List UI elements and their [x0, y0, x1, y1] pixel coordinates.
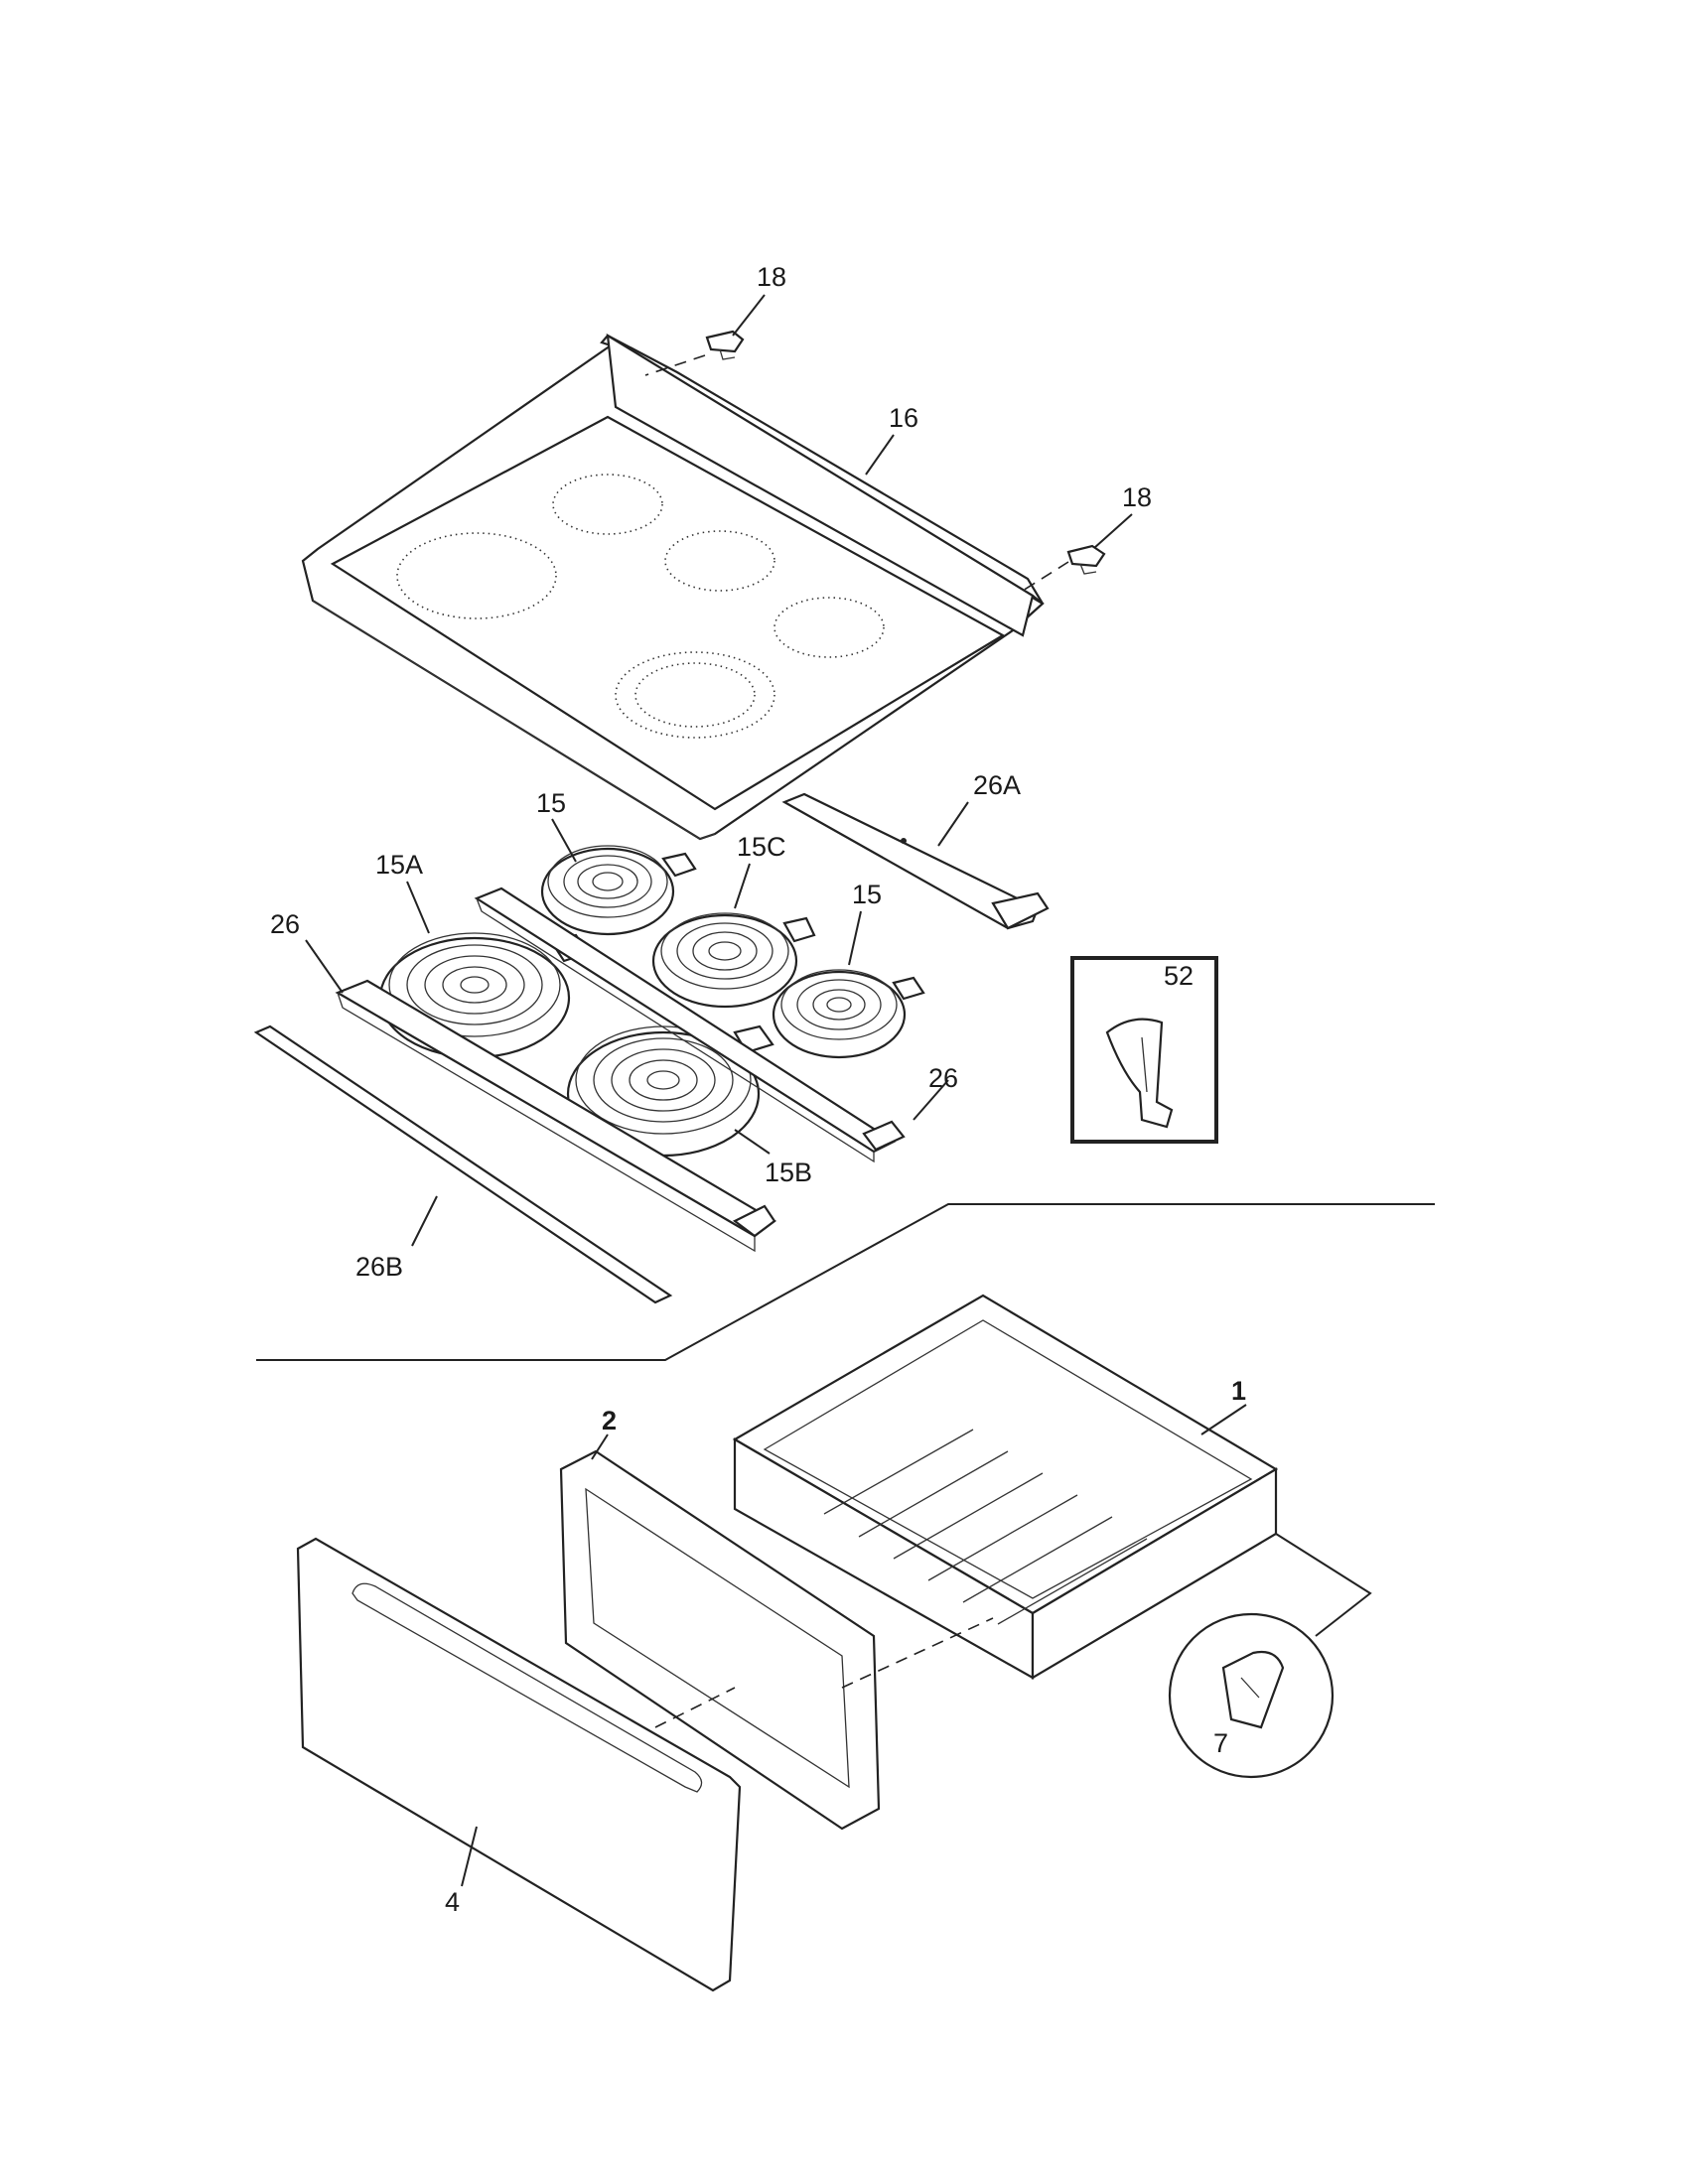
label-2: 2: [602, 1406, 617, 1435]
label-26B: 26B: [355, 1252, 403, 1282]
label-7: 7: [1213, 1728, 1228, 1758]
element-part-15C[interactable]: [651, 912, 816, 1009]
label-15A: 15A: [375, 850, 423, 880]
inset-part-52[interactable]: [1070, 956, 1218, 1144]
clip-part-18-right[interactable]: [1066, 544, 1106, 575]
drawer-front-part-4[interactable]: [296, 1537, 742, 1992]
support-part-26-right[interactable]: [474, 887, 906, 1163]
element-part-15-top[interactable]: [540, 845, 697, 936]
leader-lines: [305, 294, 1247, 1887]
drawer-box-part-1[interactable]: [732, 1294, 1279, 1680]
bracket-part-26A[interactable]: [781, 792, 1050, 930]
part-labels: 18 16 18 26A 15 15A 15C 15 26 52 26 15B …: [270, 262, 1246, 1917]
label-15-right: 15: [852, 880, 882, 909]
label-4: 4: [445, 1887, 460, 1917]
label-15C: 15C: [737, 832, 786, 862]
label-15B: 15B: [765, 1158, 812, 1187]
cooktop-part-16[interactable]: [301, 333, 1045, 841]
element-part-15B[interactable]: [566, 1024, 774, 1158]
label-26A: 26A: [973, 770, 1021, 800]
support-part-26-left[interactable]: [335, 979, 776, 1253]
element-part-15-right[interactable]: [772, 969, 925, 1059]
label-18-right: 18: [1122, 482, 1152, 512]
label-15-top: 15: [536, 788, 566, 818]
label-16: 16: [889, 403, 918, 433]
label-26-right: 26: [928, 1063, 958, 1093]
label-18-top: 18: [757, 262, 786, 292]
inset-part-7[interactable]: [1168, 1612, 1335, 1779]
clip-part-18-top[interactable]: [705, 330, 745, 360]
strip-part-26B[interactable]: [253, 1024, 673, 1304]
section-divider: [256, 1203, 1435, 1361]
element-part-15A[interactable]: [378, 932, 590, 1059]
label-1: 1: [1231, 1376, 1246, 1406]
label-26-left: 26: [270, 909, 300, 939]
label-52: 52: [1164, 961, 1194, 991]
